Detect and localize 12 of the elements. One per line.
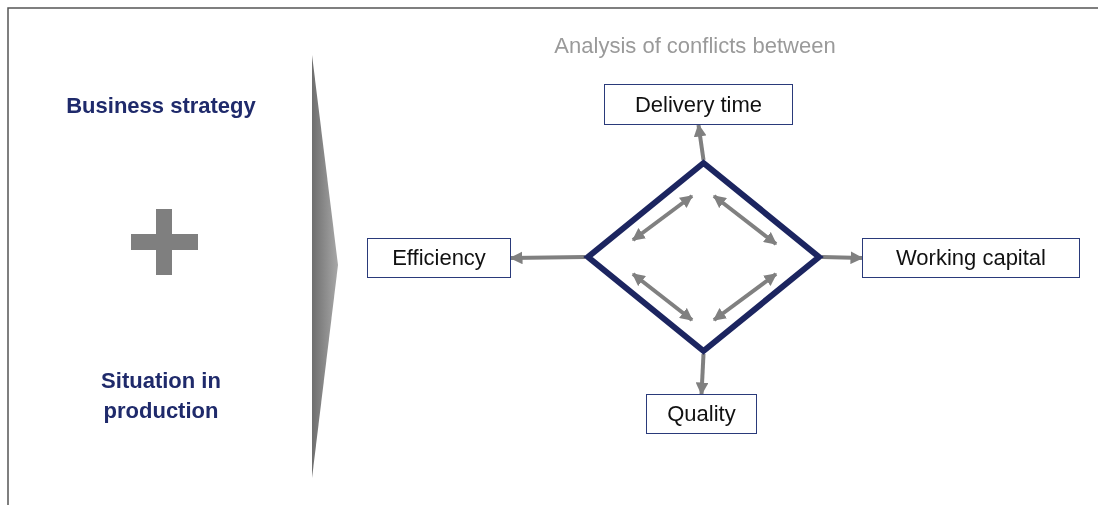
process-box: Quality [646, 394, 757, 434]
process-box: Efficiency [367, 238, 511, 278]
heading-text: Analysis of conflicts between [553, 33, 837, 59]
arrow [693, 123, 707, 161]
process-box: Delivery time [604, 84, 793, 125]
arrow [509, 251, 586, 265]
diamond-shape [585, 160, 822, 354]
heading-text: Business strategy [60, 74, 262, 138]
heading-text: Situation in production [60, 364, 262, 428]
process-box: Working capital [862, 238, 1080, 278]
arrow [821, 251, 864, 265]
arrow [695, 353, 709, 396]
